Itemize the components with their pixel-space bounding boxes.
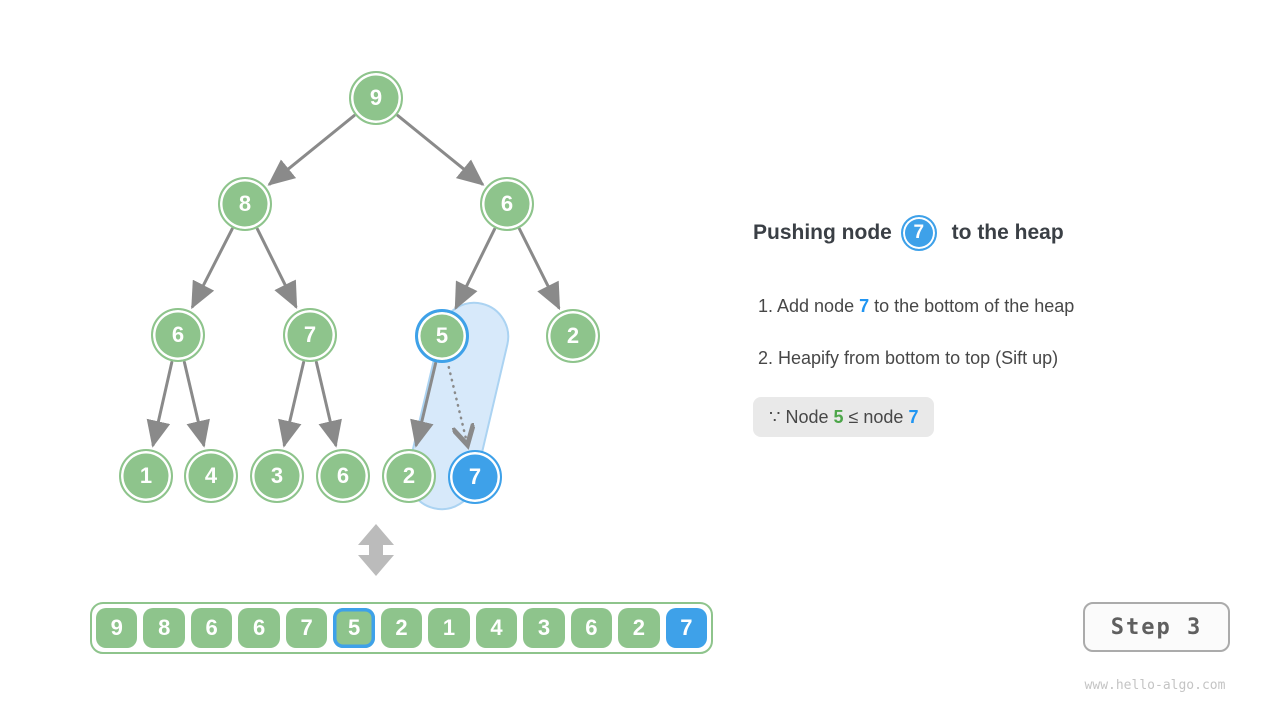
step-indicator-button[interactable]: Step 3	[1083, 602, 1230, 652]
tree-node-root: 9	[349, 71, 403, 125]
note-green-value: 5	[833, 406, 844, 427]
instruction-highlight: 7	[859, 295, 870, 316]
figure-title: Pushing node 7 to the heap	[753, 210, 1064, 256]
note-blue-value: 7	[908, 406, 919, 427]
tree-node: 7	[283, 308, 337, 362]
array-cell-sift-parent: 5	[333, 608, 375, 648]
array-cell-new: 7	[665, 608, 708, 648]
heap-array: 9 8 6 6 7 5 2 1 4 3 6 2 7	[90, 602, 713, 654]
instruction-text: 1. Add node	[758, 295, 860, 316]
tree-node: 1	[119, 449, 173, 503]
tree-node-new: 7	[448, 450, 502, 504]
tree-node: 6	[480, 177, 534, 231]
figure-title-suffix: to the heap	[945, 221, 1064, 244]
watermark: www.hello-algo.com	[1084, 678, 1226, 693]
instruction-step-1: 1. Add node 7 to the bottom of the heap	[758, 293, 1074, 319]
array-cell: 4	[475, 608, 518, 648]
pushed-node-badge: 7	[900, 215, 937, 251]
instruction-text: to the bottom of the heap	[869, 295, 1075, 316]
array-cell: 3	[523, 608, 565, 648]
array-cell: 6	[570, 608, 613, 648]
tree-node: 3	[250, 449, 304, 503]
array-cell: 9	[96, 608, 138, 648]
array-cell: 1	[428, 608, 470, 648]
array-cell: 6	[238, 608, 280, 648]
array-cell: 6	[190, 608, 233, 648]
note-text: ≤ node	[843, 406, 909, 427]
tree-node: 2	[382, 449, 436, 503]
array-cell: 2	[380, 608, 423, 648]
tree-node: 2	[546, 309, 600, 363]
comparison-note: ∵ Node 5 ≤ node 7	[753, 397, 935, 437]
array-cell: 8	[143, 608, 185, 648]
tree-node: 4	[184, 449, 238, 503]
array-cell: 2	[618, 608, 660, 648]
array-cell: 7	[285, 608, 328, 648]
up-down-arrow-icon	[358, 524, 394, 576]
tree-node: 6	[151, 308, 205, 362]
tree-node: 6	[316, 449, 370, 503]
tree-node: 8	[218, 177, 272, 231]
tree-node-sift-parent: 5	[415, 309, 469, 363]
note-text: ∵ Node	[769, 406, 834, 427]
instruction-step-2: 2. Heapify from bottom to top (Sift up)	[758, 345, 1058, 371]
figure-title-prefix: Pushing node	[753, 221, 892, 244]
sift-compare-arrow	[447, 365, 467, 442]
instruction-text: 2. Heapify from bottom to top (Sift up)	[758, 347, 1059, 368]
